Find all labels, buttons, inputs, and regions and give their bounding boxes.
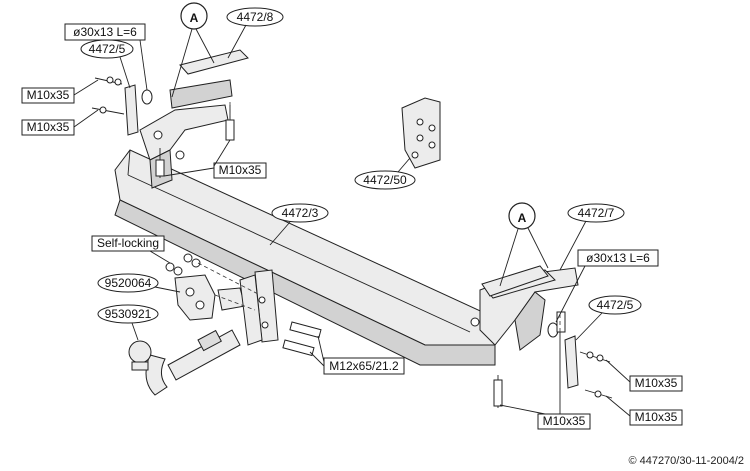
fitting-4472-50 <box>401 97 441 169</box>
label-4472-5-right: 4472/5 <box>575 295 642 341</box>
label-m12-text: M12x65/21.2 <box>329 359 399 373</box>
marker-a-right-text: A <box>518 211 527 225</box>
label-m10-left-1-text: M10x35 <box>27 88 70 102</box>
label-spacer-right: ø30x13 L=6 <box>555 249 659 323</box>
label-m10-right-2: M10x35 <box>605 395 683 426</box>
crossbar-4472-3 <box>114 149 501 366</box>
label-m10-left-3: M10x35 <box>163 139 267 179</box>
left-plate-a <box>169 49 249 109</box>
marker-a-left: A <box>171 2 215 98</box>
label-4472-7-text: 4472/7 <box>578 206 615 220</box>
label-9520064-text: 9520064 <box>105 276 152 290</box>
label-m10-right-1-text: M10x35 <box>635 376 678 390</box>
label-4472-5-left-text: 4472/5 <box>89 42 126 56</box>
label-spacer-left: ø30x13 L=6 <box>64 23 148 91</box>
label-m10-left-3-text: M10x35 <box>219 163 262 177</box>
main-bolts <box>282 321 322 357</box>
label-9520064: 9520064 <box>97 273 181 293</box>
label-4472-3-text: 4472/3 <box>282 206 319 220</box>
label-m10-right-1: M10x35 <box>605 359 683 392</box>
label-self-locking: Self-locking <box>91 235 171 264</box>
label-m10-left-2-text: M10x35 <box>27 120 70 134</box>
label-4472-50-text: 4472/50 <box>363 173 407 187</box>
label-4472-50: 4472/50 <box>354 157 416 190</box>
label-m10-right-3-text: M10x35 <box>543 414 586 428</box>
label-4472-3: 4472/3 <box>269 203 329 246</box>
label-m10-right-2-text: M10x35 <box>635 410 678 424</box>
towball-9530921 <box>128 329 241 396</box>
socket-plate-9520064 <box>174 274 246 321</box>
marker-a-right: A <box>499 202 549 287</box>
right-plate-a <box>481 265 549 297</box>
right-vertical-plate <box>493 311 613 408</box>
label-m12: M12x65/21.2 <box>309 335 405 375</box>
label-4472-7: 4472/7 <box>559 203 625 271</box>
copyright-footer: © 447270/30-11-2004/2 <box>628 455 744 467</box>
assembly-lines <box>197 100 561 332</box>
label-m10-left-2: M10x35 <box>21 109 99 136</box>
left-vertical-plate <box>91 76 235 178</box>
label-m10-right-3: M10x35 <box>499 332 591 430</box>
marker-a-left-text: A <box>190 11 199 25</box>
self-locking-nuts <box>165 253 201 276</box>
label-9530921-text: 9530921 <box>105 307 152 321</box>
left-bracket <box>139 104 229 189</box>
drop-bracket <box>239 269 279 346</box>
label-spacer-right-text: ø30x13 L=6 <box>586 251 650 265</box>
label-spacer-left-text: ø30x13 L=6 <box>73 25 137 39</box>
label-9530921: 9530921 <box>97 304 159 341</box>
label-self-locking-text: Self-locking <box>97 236 159 250</box>
label-4472-5-left: 4472/5 <box>80 39 134 89</box>
label-4472-8-text: 4472/8 <box>237 10 274 24</box>
label-m10-left-1: M10x35 <box>21 79 99 104</box>
label-4472-8: 4472/8 <box>226 7 284 59</box>
label-4472-5-right-text: 4472/5 <box>597 298 634 312</box>
